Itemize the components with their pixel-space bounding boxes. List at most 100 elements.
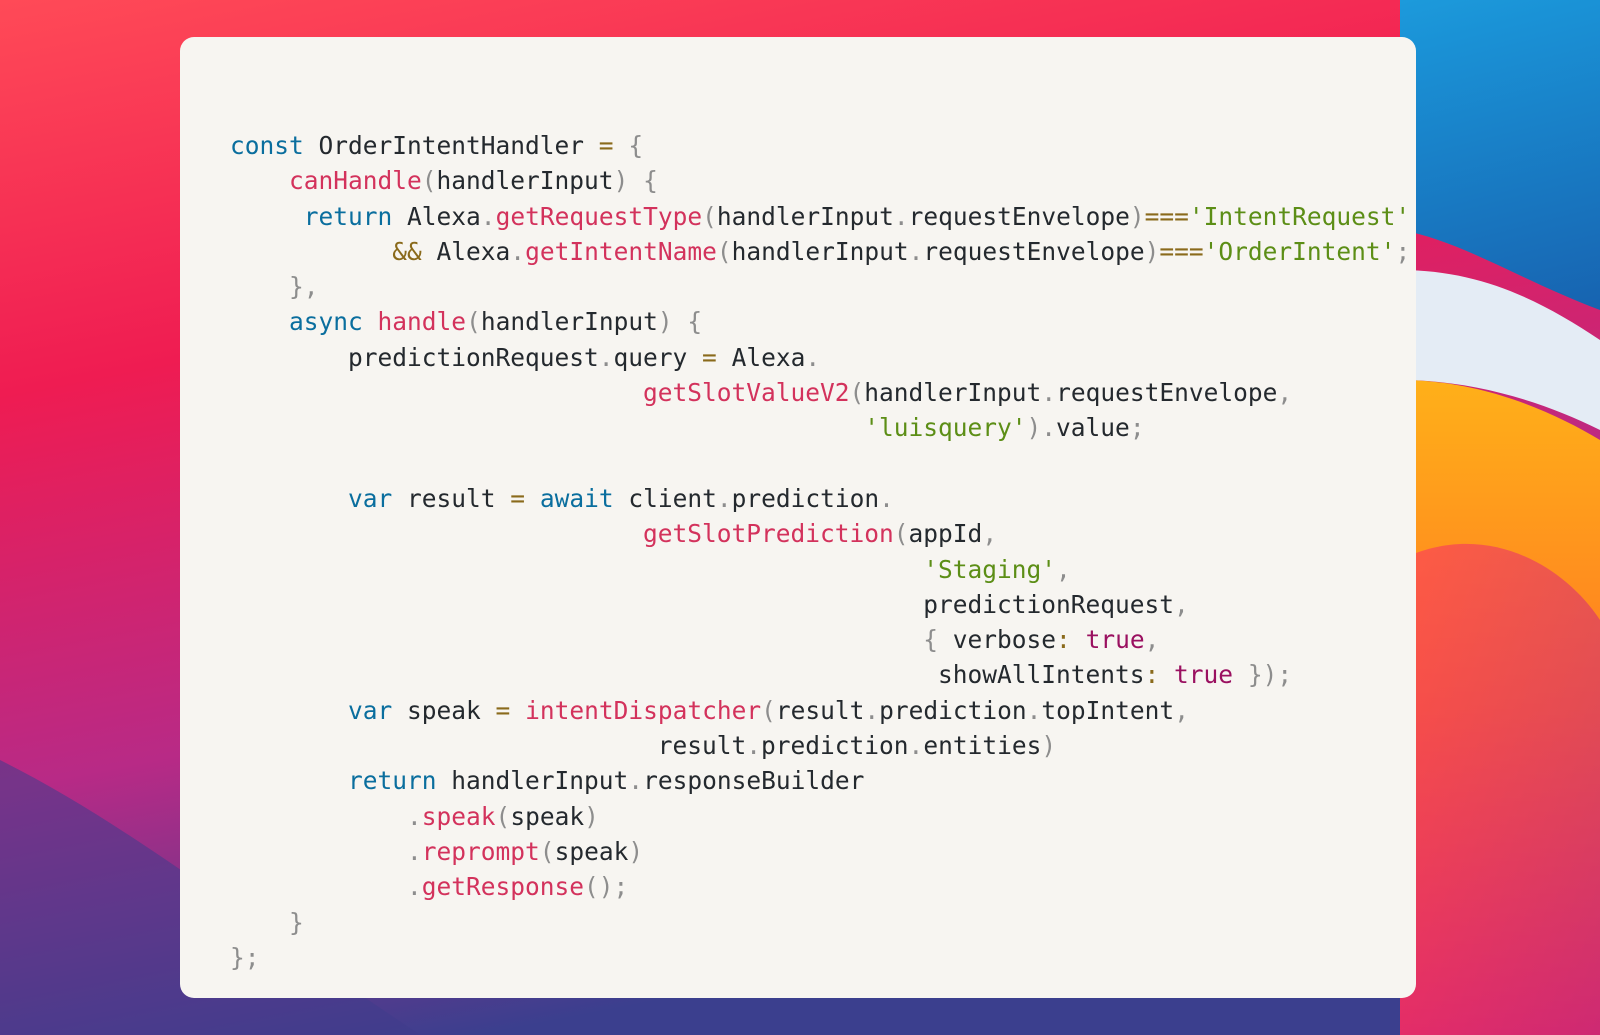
- code-text: [230, 378, 643, 407]
- code-operator: =: [702, 342, 717, 372]
- code-text: requestEnvelope: [923, 236, 1145, 266]
- code-keyword: await: [539, 483, 614, 513]
- code-operator: ===: [1144, 201, 1189, 231]
- code-line: [230, 446, 1416, 481]
- code-punctuation: (: [495, 801, 511, 831]
- code-text: prediction: [761, 731, 909, 761]
- code-keyword: const: [230, 131, 304, 160]
- code-block: const OrderIntentHandler = { canHandle(h…: [230, 128, 1416, 975]
- code-punctuation: .: [407, 836, 422, 866]
- code-punctuation: {: [923, 625, 939, 655]
- code-string: 'OrderIntent': [1203, 236, 1396, 266]
- code-operator: =: [495, 695, 511, 725]
- code-punctuation: (: [539, 836, 555, 866]
- code-function: getRequestType: [495, 201, 703, 231]
- code-text: [230, 307, 289, 336]
- code-keyword: async: [289, 307, 363, 337]
- code-punctuation: (: [893, 519, 909, 549]
- code-text: [230, 802, 407, 831]
- code-text: appId: [908, 519, 983, 549]
- code-text: speak: [392, 695, 496, 725]
- code-text: [230, 908, 289, 937]
- code-punctuation: .: [716, 483, 732, 513]
- code-text: Alexa: [392, 201, 481, 231]
- code-punctuation: });: [1247, 660, 1293, 690]
- code-operator: =: [598, 131, 614, 160]
- code-line: return Alexa.getRequestType(handlerInput…: [230, 199, 1416, 234]
- code-text: handlerInput: [436, 166, 614, 196]
- code-text: [230, 272, 289, 301]
- code-line: canHandle(handlerInput) {: [230, 163, 1416, 198]
- code-punctuation: ).: [1026, 413, 1057, 443]
- code-text: [230, 696, 348, 725]
- code-operator: :: [1144, 660, 1160, 690]
- code-punctuation: (: [716, 236, 732, 266]
- code-line: async handle(handlerInput) {: [230, 304, 1416, 339]
- code-text: [230, 413, 864, 442]
- code-punctuation: .: [407, 872, 422, 902]
- code-punctuation: .: [908, 731, 924, 761]
- code-punctuation: .: [1026, 695, 1042, 725]
- code-punctuation: .: [805, 342, 821, 372]
- code-punctuation: .: [510, 236, 526, 266]
- code-function: getSlotPrediction: [643, 519, 894, 549]
- code-punctuation: (: [421, 166, 437, 196]
- code-string: 'luisquery': [864, 413, 1027, 443]
- code-line: predictionRequest,: [230, 587, 1416, 622]
- code-line: var speak = intentDispatcher(result.pred…: [230, 693, 1416, 728]
- code-text: handlerInput: [716, 201, 894, 231]
- code-punctuation: {: [628, 131, 644, 160]
- code-punctuation: }: [289, 907, 304, 937]
- code-text: entities: [923, 731, 1042, 761]
- code-text: OrderIntentHandler: [303, 131, 599, 160]
- code-function: getSlotValueV2: [643, 378, 850, 408]
- code-punctuation: .: [864, 695, 880, 725]
- code-text: prediction: [731, 483, 880, 513]
- code-keyword: return: [348, 766, 437, 796]
- code-function: getResponse: [421, 872, 585, 902]
- code-operator: ===: [1159, 236, 1204, 266]
- code-punctuation: ): [613, 166, 629, 196]
- code-line: }: [230, 905, 1416, 940]
- code-operator: =: [510, 483, 526, 513]
- code-punctuation: .: [746, 731, 762, 761]
- code-text: [230, 766, 348, 795]
- code-punctuation: .: [893, 201, 909, 231]
- code-text: speak: [554, 836, 629, 866]
- code-text: [230, 555, 923, 584]
- code-text: topIntent: [1041, 695, 1175, 725]
- code-text: result: [775, 695, 865, 725]
- code-text: requestEnvelope: [908, 201, 1130, 231]
- code-text: handlerInput: [731, 236, 909, 266]
- code-line: const OrderIntentHandler = {: [230, 128, 1416, 163]
- code-text: [230, 625, 923, 654]
- code-punctuation: .: [480, 201, 496, 231]
- code-text: showAllIntents: [230, 660, 1145, 690]
- code-text: [1233, 660, 1248, 689]
- code-punctuation: .: [908, 236, 924, 266]
- code-line: getSlotPrediction(appId,: [230, 516, 1416, 551]
- code-punctuation: };: [230, 942, 260, 972]
- code-text: predictionRequest: [230, 589, 1175, 619]
- code-punctuation: ): [628, 836, 644, 866]
- code-text: Alexa: [716, 342, 806, 372]
- code-snippet-card: const OrderIntentHandler = { canHandle(h…: [180, 37, 1416, 998]
- code-text: [1159, 660, 1174, 689]
- code-text: [230, 519, 643, 548]
- code-boolean: true: [1085, 625, 1145, 655]
- code-punctuation: ): [1041, 731, 1057, 761]
- code-punctuation: ): [1144, 236, 1160, 266]
- code-punctuation: ,: [982, 519, 998, 549]
- code-text: handlerInput: [864, 378, 1042, 408]
- code-text: [628, 166, 643, 195]
- code-line: return handlerInput.responseBuilder: [230, 763, 1416, 798]
- code-punctuation: ();: [584, 872, 629, 902]
- code-punctuation: ): [657, 307, 673, 337]
- code-text: client: [613, 483, 717, 513]
- code-keyword: return: [303, 201, 393, 231]
- code-punctuation: ): [584, 801, 599, 831]
- code-text: [1071, 625, 1086, 654]
- code-line: .speak(speak): [230, 799, 1416, 834]
- code-text: Alexa: [421, 236, 511, 266]
- code-text: predictionRequest: [230, 342, 599, 372]
